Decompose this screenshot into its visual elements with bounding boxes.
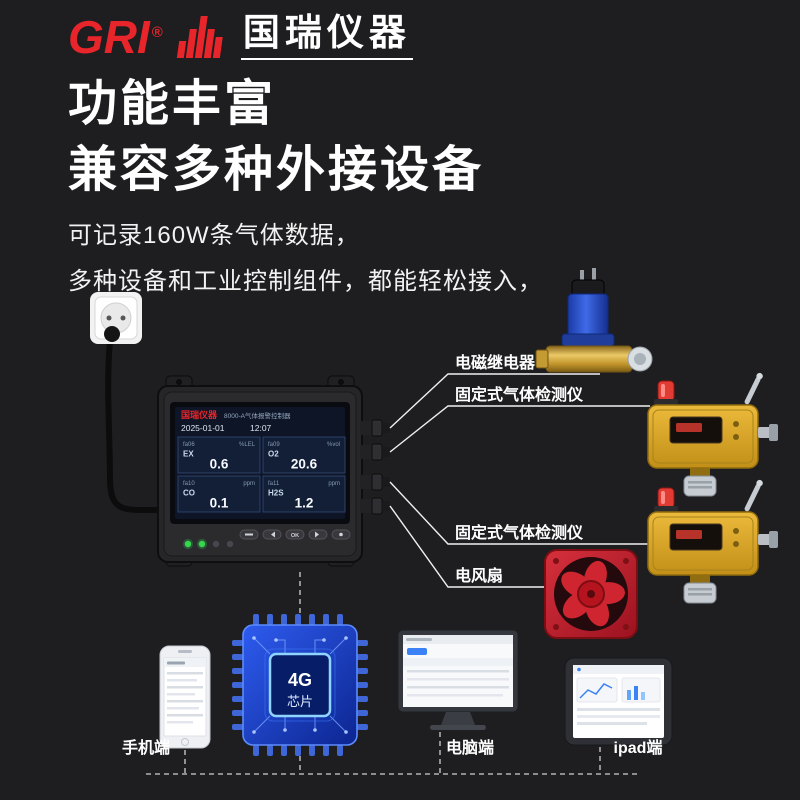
channel-unit: ppm [328,481,340,487]
screen-model: 8000-A气体报警控制器 [224,411,291,420]
power-plug [104,326,120,342]
brand-text-cn: 国瑞仪器 [240,14,413,60]
menu-icon [245,533,253,536]
enter-icon [339,532,343,537]
ok-button [285,529,305,540]
channel-value: 1.2 [295,496,314,511]
channel-cell: fa09 %vol O2 20.6 [262,436,346,474]
label-phone: 手机端 [122,738,170,757]
controller-screen: 国瑞仪器 8000-A气体报警控制器 2025-01-01 12:07 fa06… [170,402,350,524]
channel-value: 0.1 [210,496,229,511]
ok-button-label: OK [291,533,299,539]
chip-label-line1: 4G [288,670,312,690]
chip-label-line2: 芯片 [287,694,313,709]
chip-4g-image: 4G 芯片 [232,614,368,756]
channel-gas: EX [183,450,194,459]
connection-line-detector-top [389,405,650,453]
connection-line-fan [389,505,549,588]
channel-gas: O2 [268,450,279,459]
channel-value: 20.6 [291,457,318,472]
channel-id: fa09 [268,442,280,448]
channel-unit: %LEL [239,442,256,448]
screen-brand: 国瑞仪器 [181,409,218,420]
subtext-2: 多种设备和工业控制组件，都能轻松接入， [68,268,543,296]
pc-monitor-image [397,629,519,730]
connection-line-relay [389,373,600,429]
brand-bars-icon [176,16,223,58]
connection-lines [389,373,650,588]
gas-detector-image-bottom [647,478,779,604]
channel-unit: ppm [243,481,255,487]
label-detector-top: 固定式气体检测仪 [455,385,584,404]
screen-date: 2025-01-01 [181,423,225,433]
channel-cell: fa10 ppm CO 0.1 [177,475,261,513]
output-terminals [360,419,390,515]
right-arrow-icon [315,531,319,538]
channel-cell: fa06 %LEL EX 0.6 [177,436,261,474]
phone-image [159,645,211,749]
gas-alarm-controller: 国瑞仪器 8000-A气体报警控制器 2025-01-01 12:07 fa06… [157,375,390,567]
label-relay: 电磁继电器 [455,353,536,372]
power-cable [105,339,161,513]
channel-cell: fa11 ppm H2S 1.2 [262,475,346,513]
channel-id: fa06 [183,442,195,448]
channel-unit: %vol [327,442,340,448]
label-pc: 电脑端 [446,738,494,757]
channel-gas: H2S [268,489,284,498]
screen-time: 12:07 [250,423,272,433]
status-leds [182,538,234,550]
brand-en-word: GRI [68,11,150,64]
headline-2: 兼容多种外接设备 [68,143,485,197]
wall-socket [90,292,142,344]
solenoid-valve-image [535,268,653,373]
gas-detector-image-top [647,371,779,497]
channel-gas: CO [183,489,195,498]
controller-buttons: OK [239,529,351,540]
subtext-1: 可记录160W条气体数据， [68,222,360,249]
fan-image [544,549,638,639]
brand-text-en: GRI® [68,14,163,60]
label-fan: 电风扇 [455,566,503,585]
channel-id: fa10 [183,481,195,487]
connection-line-detector-bottom [389,481,650,545]
registered-mark: ® [151,23,163,41]
channel-value: 0.6 [210,457,229,472]
tablet-image [564,657,673,746]
left-arrow-icon [271,531,275,538]
header: GRI® 国瑞仪器 功能丰富 兼容多种外接设备 可记录160W条气体数据， 多种… [68,14,543,296]
label-ipad: ipad端 [614,738,663,757]
channel-id: fa11 [268,481,280,487]
label-detector-bottom: 固定式气体检测仪 [455,523,584,542]
headline-1: 功能丰富 [68,77,277,131]
brand-logo: GRI® 国瑞仪器 [68,14,543,60]
